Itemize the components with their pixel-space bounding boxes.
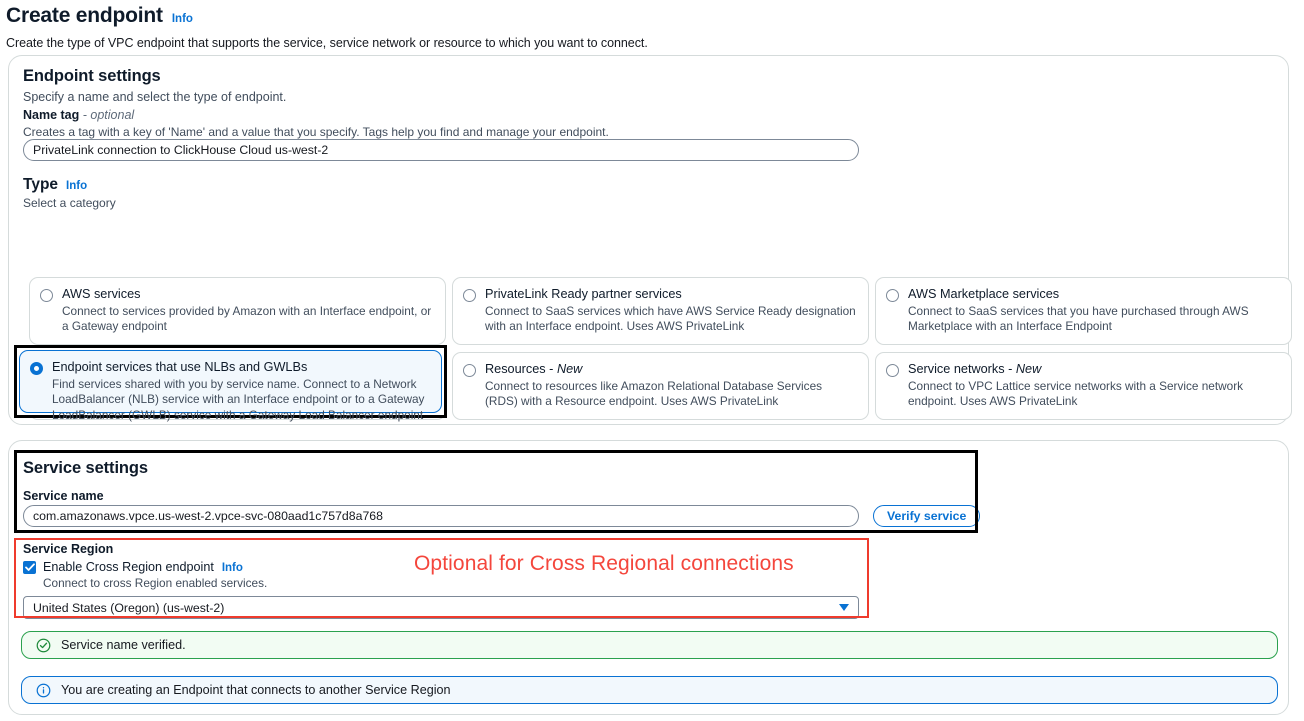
alert-message: You are creating an Endpoint that connec… [61, 683, 451, 697]
service-region-selected-value: United States (Oregon) (us-west-2) [33, 600, 225, 615]
page-info-link[interactable]: Info [171, 13, 193, 25]
cross-region-endpoint-info-alert: You are creating an Endpoint that connec… [21, 676, 1278, 704]
annotation-box-selected-endpoint-type: Endpoint services that use NLBs and GWLB… [14, 345, 447, 422]
service-settings-title: Service settings [23, 459, 148, 477]
type-description: Select a category [23, 196, 116, 210]
name-tag-input-value: PrivateLink connection to ClickHouse Clo… [33, 143, 329, 157]
type-option-aws-services[interactable]: AWS services Connect to services provide… [29, 277, 446, 345]
type-option-title-text: Resources - [485, 362, 554, 376]
checkbox-icon-checked[interactable] [23, 561, 36, 574]
service-region-select[interactable]: United States (Oregon) (us-west-2) [23, 596, 859, 619]
annotation-text-cross-region: Optional for Cross Regional connections [414, 552, 794, 575]
name-tag-optional-text: - optional [82, 108, 135, 122]
service-settings-section: Service settings Service name com.amazon… [8, 440, 1289, 715]
type-option-privatelink-ready-partner-services[interactable]: PrivateLink Ready partner services Conne… [452, 277, 869, 345]
radio-icon[interactable] [886, 364, 899, 377]
check-circle-icon [36, 638, 51, 652]
type-label: Type [23, 176, 59, 193]
enable-cross-region-label: Enable Cross Region endpoint [43, 560, 214, 574]
checkmark-icon [24, 563, 35, 571]
radio-icon-selected[interactable] [30, 362, 43, 375]
type-option-aws-marketplace-services[interactable]: AWS Marketplace services Connect to SaaS… [875, 277, 1292, 345]
service-name-label: Service name [23, 489, 104, 503]
name-tag-hint: Creates a tag with a key of 'Name' and a… [23, 125, 609, 139]
type-option-new-badge: New [556, 362, 583, 376]
radio-icon[interactable] [463, 364, 476, 377]
type-option-description: Connect to SaaS services which have AWS … [485, 303, 856, 334]
type-option-description: Connect to services provided by Amazon w… [62, 303, 432, 334]
type-option-resources[interactable]: Resources - New Connect to resources lik… [452, 352, 869, 420]
alert-message: Service name verified. [61, 638, 186, 652]
page-title: Create endpoint [6, 4, 163, 27]
type-info-link[interactable]: Info [66, 180, 88, 192]
service-name-input[interactable]: com.amazonaws.vpce.us-west-2.vpce-svc-08… [23, 505, 859, 527]
enable-cross-region-checkbox-row[interactable]: Enable Cross Region endpoint Info Connec… [23, 560, 267, 590]
radio-icon[interactable] [463, 289, 476, 302]
enable-cross-region-hint: Connect to cross Region enabled services… [43, 576, 268, 590]
name-tag-label: Name tag - optional [23, 108, 859, 122]
type-option-description: Find services shared with you by service… [52, 376, 425, 422]
annotation-box-service-region [14, 538, 869, 618]
type-option-title: Resources - New [485, 362, 857, 378]
page-header: Create endpoint Info Create the type of … [0, 0, 1304, 50]
endpoint-settings-description: Specify a name and select the type of en… [23, 90, 287, 104]
type-option-new-badge: New [1015, 362, 1042, 376]
type-option-service-networks[interactable]: Service networks - New Connect to VPC La… [875, 352, 1292, 420]
info-circle-icon [36, 683, 51, 697]
type-option-description: Connect to resources like Amazon Relatio… [485, 378, 823, 409]
type-option-title: Service networks - New [908, 362, 1280, 378]
verify-service-button[interactable]: Verify service [873, 505, 981, 527]
type-option-title: Endpoint services that use NLBs and GWLB… [52, 360, 308, 374]
radio-icon[interactable] [40, 289, 53, 302]
name-tag-label-text: Name tag [23, 108, 80, 122]
service-region-label: Service Region [23, 542, 114, 556]
type-option-description: Connect to VPC Lattice service networks … [908, 378, 1244, 409]
type-option-title: AWS Marketplace services [908, 287, 1060, 301]
type-option-title-text: Service networks - [908, 362, 1013, 376]
type-option-description: Connect to SaaS services that you have p… [908, 303, 1249, 334]
radio-icon[interactable] [886, 289, 899, 302]
name-tag-input[interactable]: PrivateLink connection to ClickHouse Clo… [23, 139, 859, 161]
cross-region-info-link[interactable]: Info [221, 562, 243, 574]
type-option-endpoint-services-nlb-gwlb[interactable]: Endpoint services that use NLBs and GWLB… [19, 350, 442, 422]
service-name-verified-alert: Service name verified. [21, 631, 1278, 659]
type-option-title: PrivateLink Ready partner services [485, 287, 682, 301]
endpoint-settings-title: Endpoint settings [23, 67, 161, 85]
type-option-title: AWS services [62, 287, 141, 301]
service-name-input-value: com.amazonaws.vpce.us-west-2.vpce-svc-08… [33, 509, 383, 523]
chevron-down-icon [839, 604, 849, 611]
page-description: Create the type of VPC endpoint that sup… [6, 36, 648, 50]
